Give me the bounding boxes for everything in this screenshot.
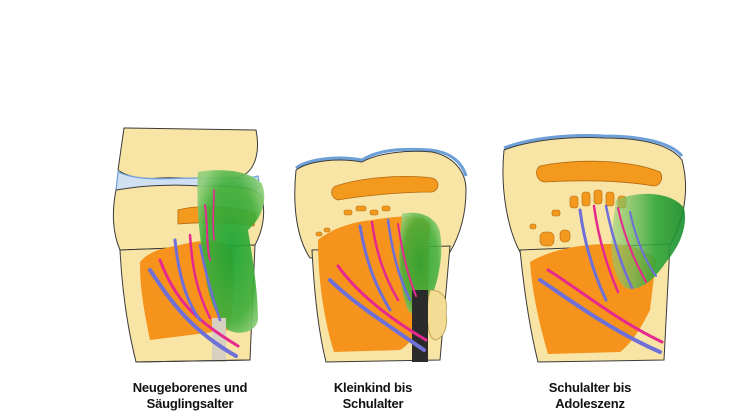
panel-child [294, 147, 468, 363]
panel-neonate [112, 127, 265, 363]
caption-child-line2: Schulalter [342, 396, 404, 411]
blood-vessel-shape [538, 204, 664, 354]
growth-plate-shape [315, 205, 391, 237]
periosteum-shape [212, 318, 226, 362]
caption-adolescent: Schulalter bis Adoleszenz [500, 380, 680, 412]
ossification-center-shape [331, 176, 439, 201]
blood-vessel-shape [148, 189, 240, 358]
ossification-center-shape [536, 160, 662, 187]
caption-adolescent-line2: Adoleszenz [555, 396, 625, 411]
caption-child: Kleinkind bis Schulalter [283, 380, 463, 412]
joint-cartilage-shape [295, 147, 468, 177]
joint-cartilage-shape [503, 134, 684, 158]
caption-neonate-line2: Säuglingsalter [146, 396, 234, 411]
periosteal-abscess-shape [426, 289, 448, 341]
caption-neonate: Neugeborenes und Säuglingsalter [100, 380, 280, 412]
panel-adolescent [502, 134, 687, 363]
infection-area-shape [399, 212, 442, 315]
blood-vessel-shape [328, 218, 428, 352]
caption-child-line1: Kleinkind bis [333, 380, 413, 395]
caption-adolescent-line1: Schulalter bis [548, 380, 632, 395]
infection-area-shape [197, 170, 265, 333]
caption-neonate-line1: Neugeborenes und [132, 380, 248, 395]
infection-area-shape [611, 193, 686, 289]
